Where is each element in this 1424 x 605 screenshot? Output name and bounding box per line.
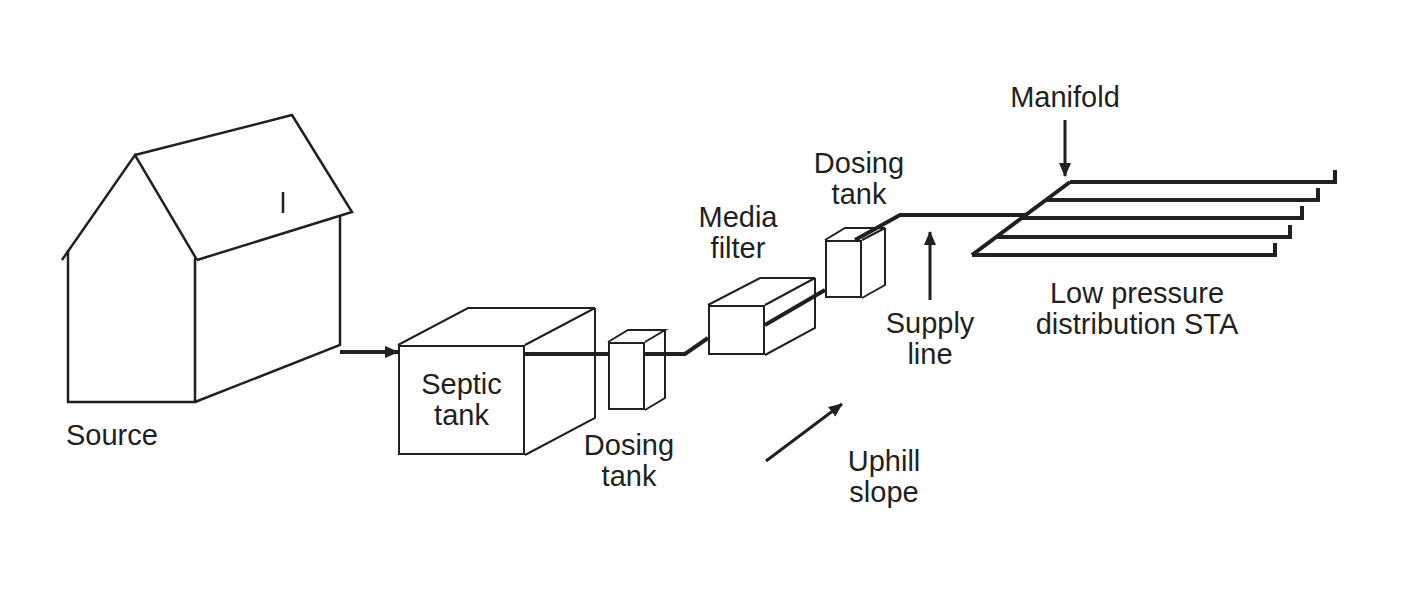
distribution-field: Low pressure distribution STA [972, 166, 1340, 268]
node-label: Source [66, 420, 206, 451]
pointer-arrow [1064, 120, 1067, 176]
node-label: Dosing tank [804, 148, 914, 211]
node-label: Dosing tank [569, 430, 689, 493]
callout-label: Manifold [990, 82, 1140, 113]
pipe-connector [645, 338, 708, 354]
septic-tank-faces [398, 308, 595, 455]
media-filter-faces [708, 278, 815, 355]
media-filter-box: Media filter [708, 305, 765, 355]
house-source-outline [58, 110, 340, 455]
house-source: Source [58, 110, 340, 455]
pointer-arrow [929, 232, 932, 300]
outline-stroke [1022, 206, 1302, 218]
outline-stroke [1070, 170, 1335, 182]
outline-stroke [62, 155, 197, 260]
distribution-field-outline [972, 166, 1340, 268]
outline-stroke [1046, 188, 1318, 200]
slope-arrow [766, 404, 842, 461]
callout-label: Uphill slope [829, 446, 939, 509]
outline-stroke [135, 115, 352, 260]
septic-tank-box: Septic tank [398, 345, 525, 455]
pipe-connector [340, 350, 398, 354]
outline-stroke [282, 192, 285, 213]
callout-label: Supply line [870, 308, 990, 371]
outline-stroke [996, 225, 1290, 237]
outline-stroke [972, 213, 1027, 217]
outline-stroke [195, 216, 340, 402]
dosing-tank-faces [608, 330, 665, 410]
outline-stroke [68, 250, 195, 402]
node-label: Septic tank [400, 369, 523, 432]
pipe-connector [765, 290, 825, 325]
outline-stroke [972, 243, 1275, 255]
node-label: Low pressure distribution STA [1007, 278, 1267, 341]
node-label: Media filter [683, 202, 793, 265]
dosing-tank-box: Dosing tank [608, 342, 645, 410]
dosing-tank-box: Dosing tank [825, 240, 862, 298]
pipe-connector [855, 215, 972, 240]
pipe-connector [525, 352, 608, 356]
